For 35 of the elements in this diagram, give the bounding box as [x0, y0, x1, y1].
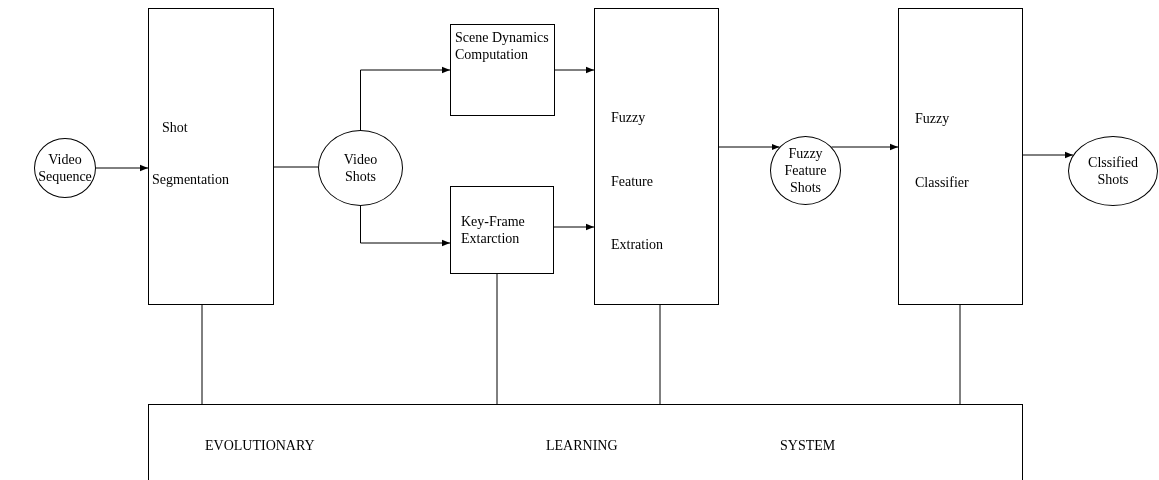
- process-box: [898, 8, 1023, 305]
- arrow: [718, 143, 780, 151]
- process-box: [450, 186, 554, 274]
- node-label: Fuzzy Feature Shots: [784, 145, 827, 196]
- connector-line: [201, 304, 203, 405]
- node-label: Video Shots: [343, 151, 378, 185]
- process-box: [594, 8, 719, 305]
- arrow: [554, 66, 595, 74]
- node-label: Fuzzy: [611, 109, 646, 126]
- node-label: EVOLUTIONARY: [205, 437, 315, 454]
- node-label: Shot: [162, 119, 188, 136]
- node-label: Video Sequence: [38, 151, 92, 185]
- arrow: [553, 223, 595, 231]
- arrow: [1022, 151, 1074, 159]
- arrow: [831, 143, 899, 151]
- arrow: [95, 164, 149, 172]
- node-label: Scene Dynamics Computation: [455, 29, 550, 63]
- arrow: [360, 66, 451, 131]
- connector-line: [496, 273, 498, 405]
- node-label: Fuzzy: [915, 110, 950, 127]
- node-label: Segmentation: [152, 171, 229, 188]
- process-box: [450, 24, 555, 116]
- node-label: Extration: [611, 236, 664, 253]
- node-label: LEARNING: [546, 437, 618, 454]
- node-label: Key-Frame Extarction: [461, 213, 526, 247]
- node-label: Clssified Shots: [1088, 154, 1138, 188]
- node-label: SYSTEM: [780, 437, 836, 454]
- node-label: Feature: [611, 173, 653, 190]
- arrow: [360, 205, 451, 247]
- connector-line: [659, 304, 661, 405]
- process-box: [148, 8, 274, 305]
- connector-line: [959, 304, 961, 405]
- node-label: Classifier: [915, 174, 969, 191]
- connector-line: [273, 166, 319, 168]
- process-box: [148, 404, 1023, 480]
